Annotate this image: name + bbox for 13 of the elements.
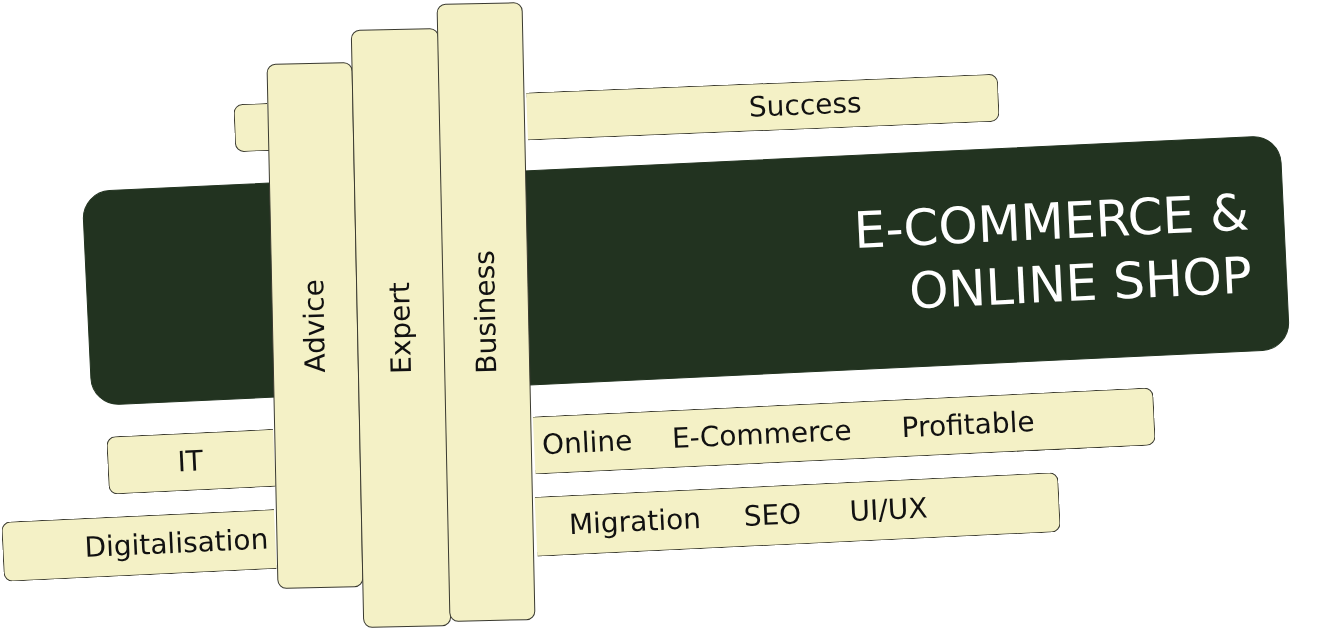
stripe-word: Expert <box>386 281 416 375</box>
stripe-word: SEO <box>743 500 802 531</box>
stripe-word: IT <box>176 447 204 477</box>
stripe-word: Business <box>470 250 502 374</box>
stripe-word: Online <box>541 426 633 460</box>
stripe-word: Advice <box>300 278 330 372</box>
banner-title: E-COMMERCE & ONLINE SHOP <box>851 181 1254 322</box>
stripe-word: Digitalisation <box>83 525 269 563</box>
stripe-word: Migration <box>568 505 702 540</box>
stripe-word: E-Commerce <box>671 416 853 454</box>
stripe-word: UI/UX <box>849 494 929 526</box>
stripe-word: Success <box>747 89 862 122</box>
stripe-word: Profitable <box>901 408 1036 443</box>
